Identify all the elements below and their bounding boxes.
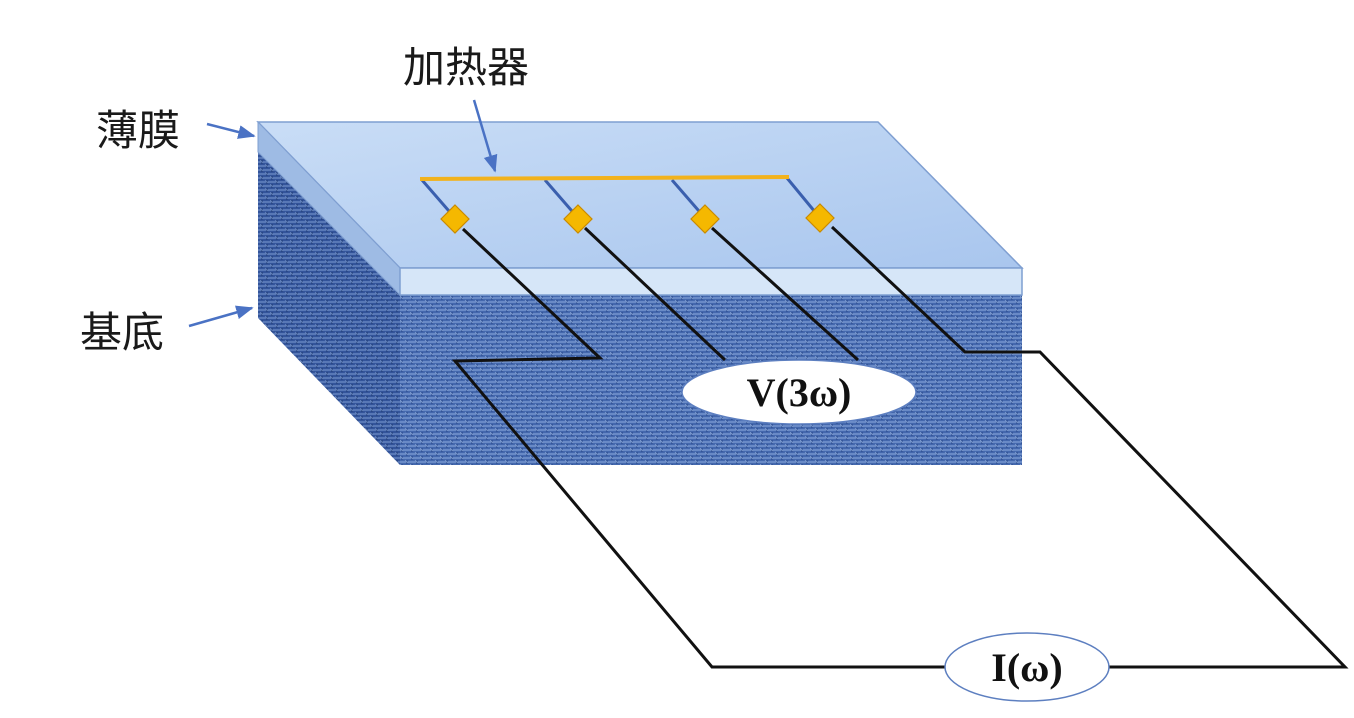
current-wire-right	[830, 225, 1349, 669]
heater-pointer-icon	[472, 99, 498, 173]
voltage-ellipse	[681, 359, 917, 425]
substrate-left-face	[258, 152, 400, 465]
substrate-label: 基底	[80, 308, 164, 357]
film-label: 薄膜	[96, 106, 180, 155]
circuit-wires	[451, 225, 1349, 669]
contact-pads	[440, 203, 835, 234]
voltage-label: V(3ω)	[747, 370, 852, 415]
pad-icon-1	[440, 204, 470, 234]
thin-film-layer	[256, 120, 1024, 297]
current-label: I(ω)	[991, 645, 1062, 690]
film-front-face	[399, 267, 1023, 296]
current-source: I(ω)	[944, 632, 1110, 702]
heater-label: 加热器	[403, 43, 529, 92]
current-wire-left	[451, 227, 948, 669]
current-ellipse	[944, 632, 1110, 702]
pad-icon-2	[563, 204, 593, 234]
voltage-wire-right	[710, 226, 860, 362]
voltage-meter: V(3ω)	[681, 359, 917, 425]
pad-icon-3	[690, 204, 720, 234]
film-pointer-icon	[206, 122, 256, 139]
substrate-pointer-icon	[188, 305, 254, 328]
voltage-wire-left	[583, 226, 727, 362]
callouts: 加热器 薄膜 基底	[80, 43, 529, 357]
heater-strip	[419, 175, 790, 181]
pad-icon-4	[805, 203, 835, 233]
